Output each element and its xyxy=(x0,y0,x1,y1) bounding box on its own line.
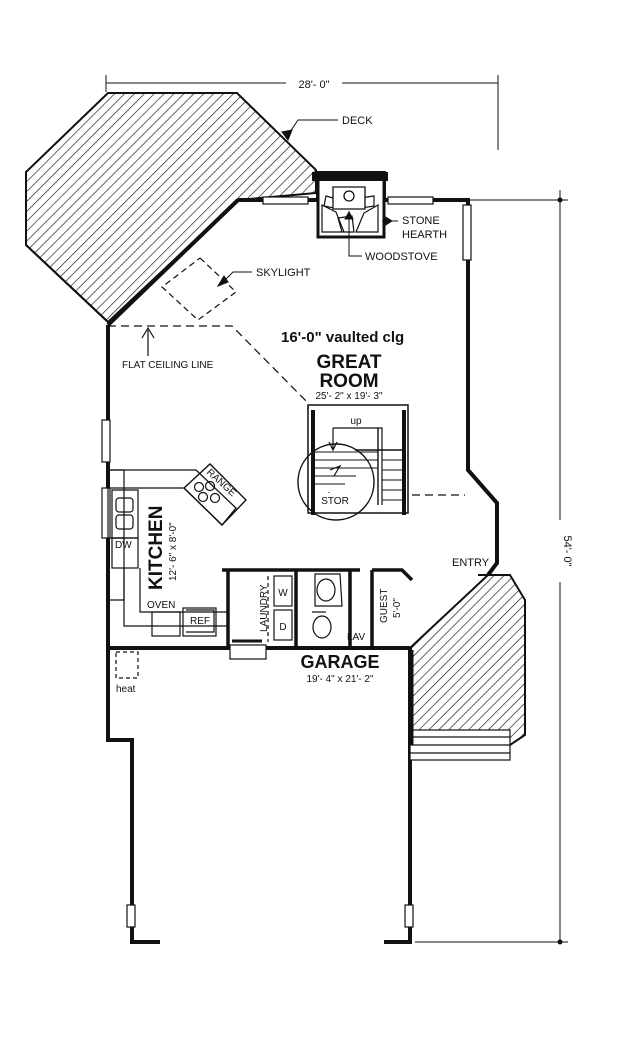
garage-size: 19'- 4" x 21'- 2" xyxy=(306,674,374,685)
entry-label: ENTRY xyxy=(452,557,490,569)
stair xyxy=(297,404,409,521)
guest-label: GUEST xyxy=(379,589,390,623)
deck-label: DECK xyxy=(342,115,373,127)
kitchen-size: 12'- 6" x 8'-0" xyxy=(168,522,179,581)
guest-size: 5'-0" xyxy=(392,598,403,618)
oven-label: OVEN xyxy=(147,600,175,611)
interior-walls xyxy=(222,568,414,650)
windows xyxy=(101,196,472,928)
refrigerator-label: REF xyxy=(190,616,210,627)
heat-label: heat xyxy=(116,684,136,695)
washer-label: W xyxy=(278,588,288,599)
laundry-appliances xyxy=(267,575,293,642)
kitchen-island xyxy=(110,463,247,526)
vaulted-ceiling-label: 16'-0" vaulted clg xyxy=(281,329,404,346)
depth-dimension-line xyxy=(415,75,568,945)
flat-ceiling-label: FLAT CEILING LINE xyxy=(122,360,214,371)
deck-entry xyxy=(409,574,526,746)
entry-steps xyxy=(409,729,511,761)
skylight-leader xyxy=(216,271,252,288)
skylight xyxy=(161,257,237,321)
storage-label: STOR xyxy=(321,496,349,507)
great-room-label-line2: ROOM xyxy=(319,371,378,392)
depth-dimension-label: 54'- 0" xyxy=(561,535,573,566)
kitchen-label: KITCHEN xyxy=(146,506,167,590)
garage-label: GARAGE xyxy=(300,652,379,672)
great-room-size: 25'- 2" x 19'- 3" xyxy=(315,391,383,402)
stone-hearth-label-1: STONE xyxy=(402,215,440,227)
hearth-leader xyxy=(344,210,398,257)
laundry-label: LAUNDRY xyxy=(259,584,270,632)
deck-north xyxy=(25,92,317,324)
stair-up-label: up xyxy=(350,416,362,427)
woodstove-label: WOODSTOVE xyxy=(365,251,438,263)
deck-leader xyxy=(281,119,338,142)
heater xyxy=(115,651,139,679)
great-room-label-line1: GREAT xyxy=(316,352,381,373)
lavatory-fixtures xyxy=(312,573,343,639)
stone-hearth-label-2: HEARTH xyxy=(402,229,447,241)
skylight-label: SKYLIGHT xyxy=(256,267,311,279)
lav-label: LAV xyxy=(347,632,365,643)
stone-hearth xyxy=(312,171,388,239)
dryer-label: D xyxy=(279,622,286,633)
width-dimension-label: 28'- 0" xyxy=(298,79,329,91)
dishwasher-label: DW xyxy=(115,540,132,551)
